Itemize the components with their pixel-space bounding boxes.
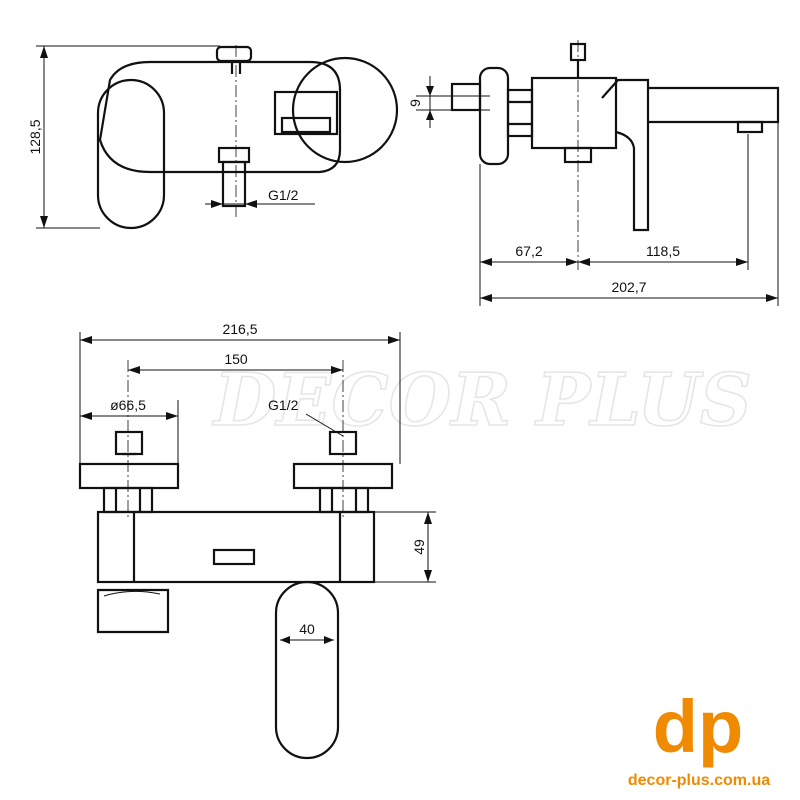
logo-text: dp xyxy=(653,694,743,768)
dim-centers: 150 xyxy=(224,351,248,367)
dim-spout-reach: 118,5 xyxy=(646,243,680,259)
dim-handle-width: 40 xyxy=(299,621,315,637)
dim-height-total: 128,5 xyxy=(27,119,43,154)
dim-body-height: 49 xyxy=(411,539,427,555)
dim-flange-dia: ø66,5 xyxy=(110,397,146,413)
front-view xyxy=(36,45,399,230)
side-view xyxy=(416,40,780,306)
dim-total-width: 216,5 xyxy=(222,321,257,337)
dim-left-depth: 67,2 xyxy=(515,243,542,259)
top-view xyxy=(78,332,436,760)
watermark-text: DECOR PLUS xyxy=(212,357,752,442)
website-url: decor-plus.com.ua xyxy=(627,772,771,789)
dim-thread-bottom: G1/2 xyxy=(268,397,299,413)
dim-inlet-dia: 9 xyxy=(407,99,423,107)
dim-total-depth: 202,7 xyxy=(611,279,646,295)
brand-logo: dp xyxy=(653,694,743,768)
dim-thread-front: G1/2 xyxy=(268,187,299,203)
